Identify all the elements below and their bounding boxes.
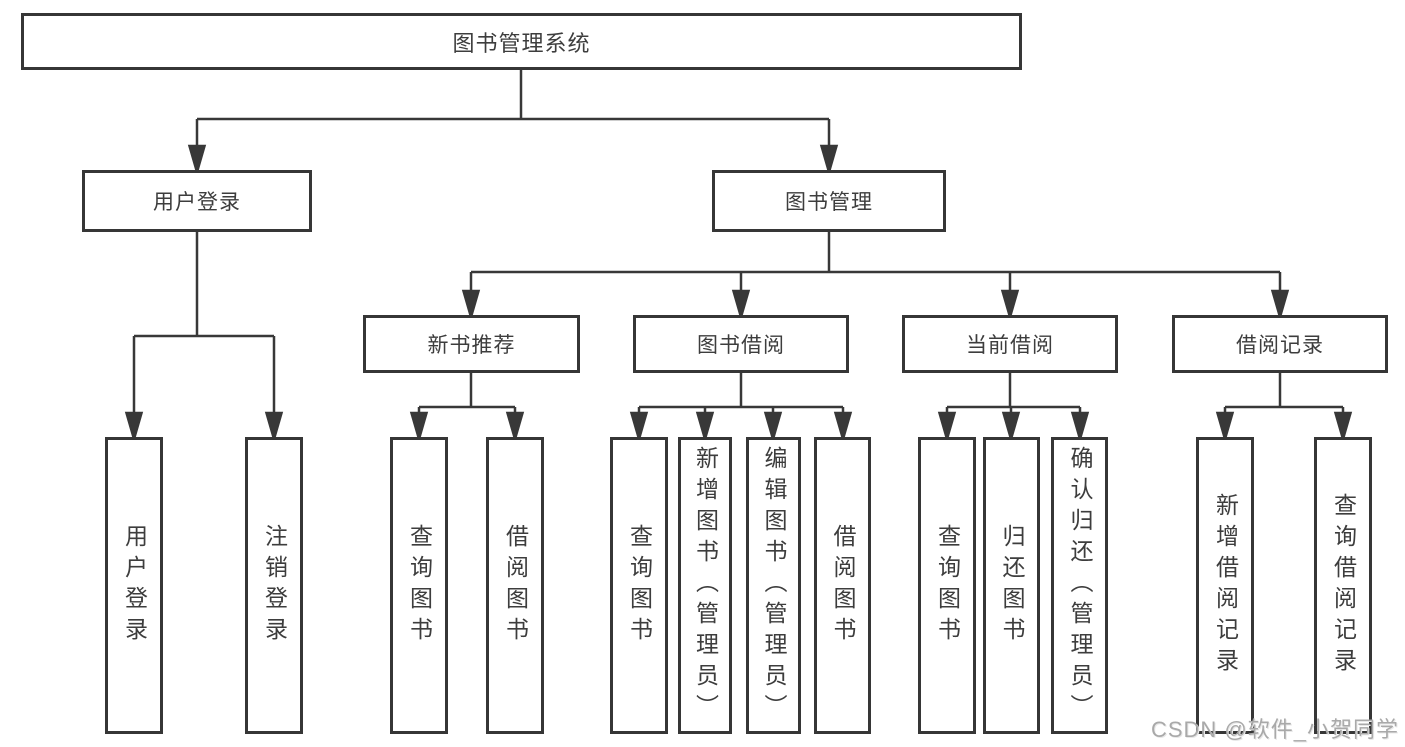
- leaf-current-query-books: 查询图书: [918, 437, 976, 734]
- node-current-borrow: 当前借阅: [902, 315, 1118, 373]
- leaf-borrow-add-books-admin-label: 新增图书（管理员）: [692, 446, 719, 725]
- leaf-records-query-record: 查询借阅记录: [1314, 437, 1372, 734]
- connector-new-books-to-leaves: [409, 372, 525, 444]
- connector-root-to-level2: [187, 69, 839, 177]
- leaf-current-return-books-label: 归还图书: [999, 523, 1025, 648]
- connector-borrow-records-to-leaves: [1215, 372, 1353, 444]
- node-user-login-label: 用户登录: [153, 191, 241, 214]
- leaf-borrow-add-books-admin: 新增图书（管理员）: [678, 437, 732, 734]
- node-user-login: 用户登录: [82, 170, 312, 232]
- leaf-borrow-borrow-books-label: 借阅图书: [830, 523, 856, 648]
- leaf-newbooks-borrow-books: 借阅图书: [486, 437, 544, 734]
- node-root-label: 图书管理系统: [452, 30, 591, 56]
- leaf-records-query-record-label: 查询借阅记录: [1330, 492, 1357, 679]
- leaf-borrow-edit-books-admin: 编辑图书（管理员）: [746, 437, 801, 734]
- connector-current-borrow-to-leaves: [937, 372, 1090, 444]
- leaf-newbooks-query-books-label: 查询图书: [406, 523, 433, 648]
- leaf-current-query-books-label: 查询图书: [934, 523, 961, 648]
- node-borrow-records-label: 借阅记录: [1236, 334, 1324, 357]
- leaf-logout-label: 注销登录: [261, 523, 288, 648]
- leaf-records-add-record-label: 新增借阅记录: [1212, 492, 1239, 679]
- leaf-logout: 注销登录: [245, 437, 303, 734]
- leaf-current-confirm-return-admin: 确认归还（管理员）: [1051, 437, 1108, 734]
- leaf-user-login-label: 用户登录: [121, 523, 148, 648]
- leaf-current-return-books: 归还图书: [983, 437, 1040, 734]
- leaf-current-confirm-return-admin-label: 确认归还（管理员）: [1067, 446, 1093, 725]
- leaf-borrow-query-books: 查询图书: [610, 437, 668, 734]
- leaf-newbooks-borrow-books-label: 借阅图书: [502, 523, 529, 648]
- leaf-borrow-borrow-books: 借阅图书: [814, 437, 871, 734]
- node-book-borrow: 图书借阅: [633, 315, 849, 373]
- node-borrow-records: 借阅记录: [1172, 315, 1388, 373]
- leaf-borrow-query-books-label: 查询图书: [626, 523, 653, 648]
- leaf-borrow-edit-books-admin-label: 编辑图书（管理员）: [761, 446, 787, 725]
- node-new-book-recommend-label: 新书推荐: [427, 334, 516, 357]
- connector-book-borrow-to-leaves: [629, 372, 853, 444]
- leaf-user-login: 用户登录: [105, 437, 163, 734]
- connector-user-login-to-leaves: [124, 231, 284, 444]
- node-current-borrow-label: 当前借阅: [966, 334, 1054, 357]
- node-book-management: 图书管理: [712, 170, 946, 232]
- leaf-records-add-record: 新增借阅记录: [1196, 437, 1254, 734]
- watermark: CSDN @软件_小贺同学: [1150, 717, 1399, 742]
- node-book-management-label: 图书管理: [785, 191, 873, 214]
- connector-book-management-to-level3: [461, 231, 1290, 322]
- node-book-borrow-label: 图书借阅: [697, 334, 785, 357]
- node-root: 图书管理系统: [21, 13, 1022, 70]
- leaf-newbooks-query-books: 查询图书: [390, 437, 448, 734]
- node-new-book-recommend: 新书推荐: [363, 315, 580, 373]
